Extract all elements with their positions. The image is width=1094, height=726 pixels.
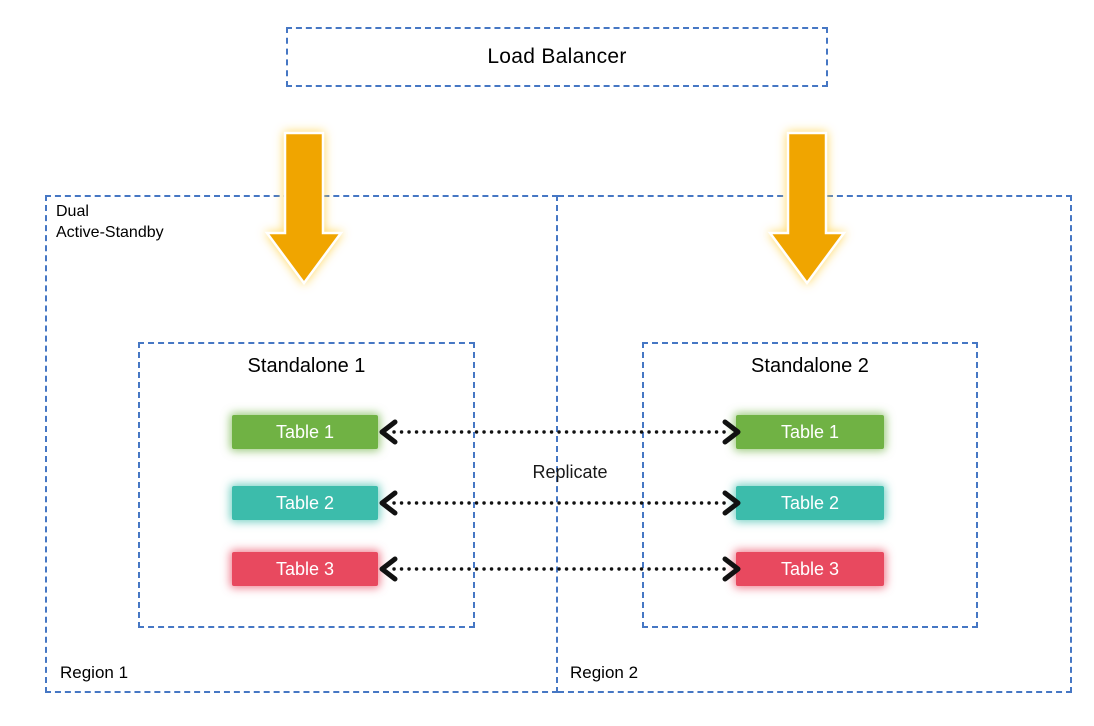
replicate-label: Replicate (532, 462, 608, 482)
down-arrow-left-icon (264, 131, 344, 286)
standalone-1-box: Standalone 1 (138, 342, 475, 628)
load-balancer-box: Load Balancer (286, 27, 828, 87)
replicate-arrow-table-3-icon (379, 556, 741, 582)
table-2-chip-standalone-2: Table 2 (736, 486, 884, 520)
replicate-arrow-table-1-icon (379, 419, 741, 445)
table-1-chip-standalone-2: Table 1 (736, 415, 884, 449)
table-2-chip-standalone-1: Table 2 (232, 486, 378, 520)
down-arrow-right-icon (767, 131, 847, 286)
mode-label-line2: Active-Standby (56, 224, 164, 241)
dual-active-standby-label: Dual Active-Standby (56, 201, 164, 243)
mode-label-line1: Dual (56, 203, 89, 220)
region-2-label: Region 2 (570, 663, 639, 682)
table-3-chip-standalone-2: Table 3 (736, 552, 884, 586)
table-3-chip-standalone-1: Table 3 (232, 552, 378, 586)
load-balancer-label: Load Balancer (487, 45, 627, 68)
region-1-label: Region 1 (60, 663, 129, 682)
standalone-1-title: Standalone 1 (247, 355, 366, 377)
standalone-2-box: Standalone 2 (642, 342, 978, 628)
table-1-chip-standalone-1: Table 1 (232, 415, 378, 449)
standalone-2-title: Standalone 2 (751, 355, 869, 377)
replicate-arrow-table-2-icon (379, 490, 741, 516)
